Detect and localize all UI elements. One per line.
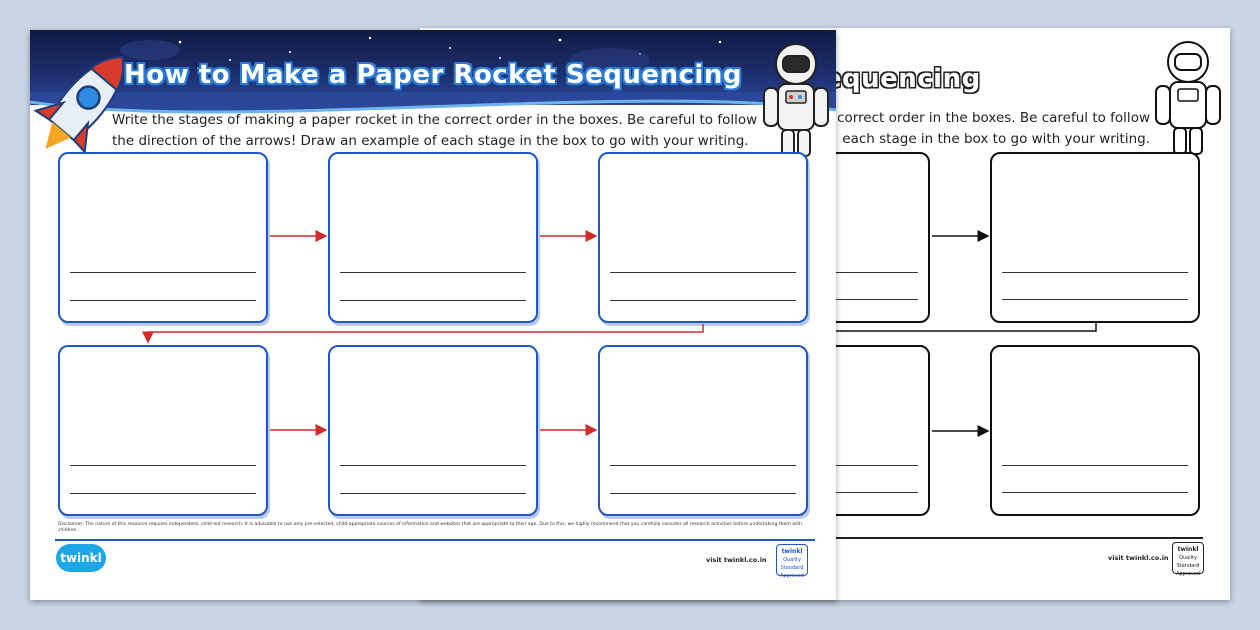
instructions: Write the stages of making a paper rocke…	[112, 110, 762, 152]
instructions-back-line1: correct order in the boxes. Be careful t…	[837, 110, 1150, 126]
worksheet-title: How to Make a Paper Rocket Sequencing	[124, 60, 742, 90]
sequence-box-3[interactable]	[598, 152, 808, 323]
arrows-back	[820, 230, 1097, 437]
box-back-2	[990, 152, 1200, 323]
badge-text-back: Quality Standard Approved	[1176, 555, 1200, 577]
writing-line	[610, 465, 796, 466]
writing-line	[70, 272, 256, 273]
visit-link[interactable]: visit twinkl.co.in	[706, 556, 767, 564]
sequence-box-5[interactable]	[328, 345, 538, 516]
sequence-box-6[interactable]	[598, 345, 808, 516]
writing-line	[340, 300, 526, 301]
writing-line	[70, 300, 256, 301]
instructions-back: correct order in the boxes. Be careful t…	[440, 108, 1180, 150]
badge-text: Quality Standard Approved	[780, 557, 804, 579]
writing-line	[610, 300, 796, 301]
astronaut-icon	[1155, 41, 1221, 155]
twinkl-logo: twinkl	[56, 544, 106, 572]
instructions-line2: the direction of the arrows! Draw an exa…	[112, 133, 749, 149]
instructions-line1: Write the stages of making a paper rocke…	[112, 112, 758, 128]
astronaut-icon	[763, 43, 829, 157]
badge-brand-back: twinkl	[1177, 546, 1199, 553]
arrow-3-to-4	[142, 324, 704, 344]
stars-decoration	[120, 36, 722, 72]
quality-badge: twinkl Quality Standard Approved	[776, 544, 808, 579]
sequence-box-4[interactable]	[58, 345, 268, 516]
sequence-arrows	[142, 230, 704, 436]
writing-line	[340, 493, 526, 494]
footer-rule	[55, 539, 815, 541]
box-back-4	[990, 345, 1200, 516]
worksheet-front: How to Make a Paper Rocket Sequencing Wr…	[30, 30, 836, 600]
badge-brand: twinkl	[781, 548, 803, 555]
writing-line	[70, 493, 256, 494]
header-wave	[30, 92, 836, 114]
sequence-box-2[interactable]	[328, 152, 538, 323]
visit-link-back[interactable]: visit twinkl.co.in	[1108, 554, 1169, 562]
writing-line	[340, 465, 526, 466]
writing-line	[340, 272, 526, 273]
disclaimer: Disclaimer: The nature of this resource …	[58, 522, 803, 533]
instructions-back-line2: each stage in the box to go with your wr…	[842, 131, 1150, 147]
rocket-icon	[33, 56, 125, 155]
sequence-box-1[interactable]	[58, 152, 268, 323]
quality-badge-back: twinkl Quality Standard Approved	[1172, 542, 1204, 577]
writing-line	[610, 272, 796, 273]
writing-line	[70, 465, 256, 466]
writing-line	[610, 493, 796, 494]
